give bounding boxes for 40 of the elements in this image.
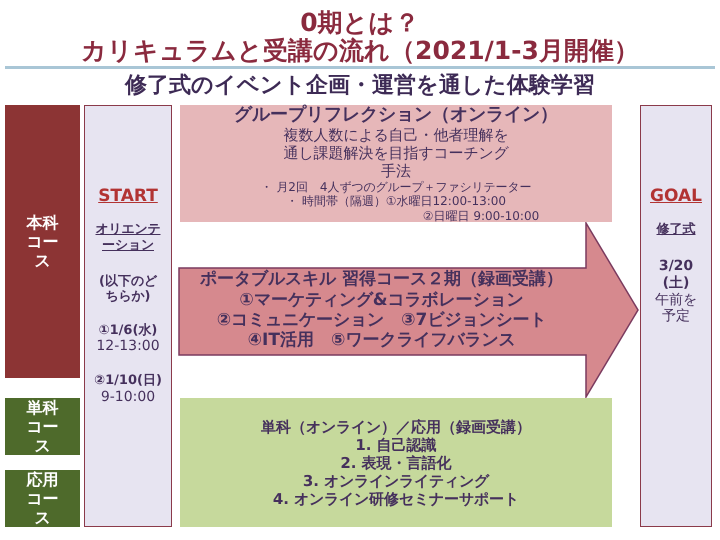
session-box [180,105,612,222]
bullet-text: ・ 時間帯（隔週）①水曜日12:00-13:00 [286,194,506,208]
heading: ポータブルスキル 習得コース２期（録画受講） [200,269,563,290]
heading: グループリフレクション（オンライン） [234,104,558,126]
title: カリキュラムと受講の流れ（2021/1-3月開催） [80,36,640,67]
body-text: 複数人数による自己・他者理解を通し課題解決を目指すコーチング手法 [282,126,510,180]
heading: オリエンテーション [94,222,162,254]
body-text: 12-13:00 [95,338,161,356]
body-text: (土) [662,274,690,292]
body-text: ②日曜日 9:00-10:00 [422,208,540,223]
course-label [5,105,80,378]
list-item: ④IT活用 ⑤ワークライフバランス [248,330,516,351]
body-text: 9-10:00 [100,388,156,406]
course-label: 応用コース [25,470,60,528]
list-item: 3. オンラインライティング [302,472,490,490]
body-text: ①1/6(水) [98,322,158,338]
heading: 単科（オンライン）／応用（録画受講） [261,418,531,436]
list-item: 2. 表現・言語化 [340,454,452,472]
heading: START [98,186,158,206]
body-text: (以下のどちらか) [98,274,158,305]
list-item: ②コミュニケーション ③7ビジョンシート [216,310,546,330]
course-label: 本科コース [25,212,60,270]
schedule-column [84,105,172,527]
heading: 修了式 [655,222,696,238]
session-box [180,398,612,527]
bullet-text: ・ 月2回 4人ずつのグループ＋ファシリテーター [260,180,532,194]
title: 0期とは？ [299,7,421,37]
list-item: 1. 自己認識 [355,436,437,454]
schedule-column [640,105,712,527]
course-label: 単科コース [26,398,60,456]
course-label [5,470,80,527]
arrow-box [178,222,640,398]
body-text: ②1/10(日) [93,373,163,389]
subtitle: 修了式のイベント企画・運営を通した体験学習 [124,72,596,100]
list-item: 4. オンライン研修セミナーサポート [272,490,520,508]
list-item: ①マーケティング&コラボレーション [239,290,524,310]
body-text: 3/20 [658,258,694,275]
heading: GOAL [650,186,702,206]
body-text: 午前を予定 [654,292,698,326]
course-label [5,398,80,455]
